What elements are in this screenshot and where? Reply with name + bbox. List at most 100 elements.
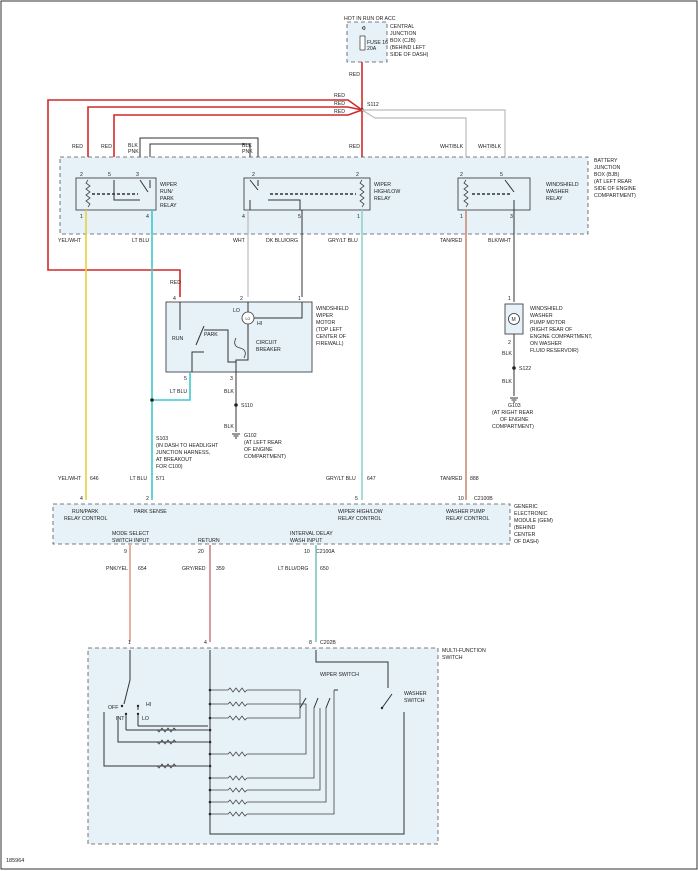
multi-function-switch-box [87, 647, 439, 845]
pump-label-4: (RIGHT REAR OF [530, 327, 572, 333]
high-low-label-1: WIPER [374, 182, 391, 188]
wire-red-to-motor [47, 99, 363, 297]
wr-pin1: 1 [460, 214, 463, 220]
g102-label-1: G102 [244, 433, 257, 439]
wire-label-blk-pump1: BLK [502, 351, 512, 357]
pump-label-5: ENGINE COMPARTMENT, [530, 334, 592, 340]
wire-label-blk-b: BLK [242, 143, 252, 149]
wr-pin5: 5 [500, 172, 503, 178]
wire-label-red-motor: RED [170, 280, 181, 286]
motor-lo: LO [233, 308, 240, 314]
lbl-ltblu-gem: LT BLU [130, 476, 147, 482]
wire-label-yelwht: YEL/WHT [58, 238, 82, 244]
circuit-647: 647 [367, 476, 376, 482]
wire-label-red-e: RED [72, 144, 83, 150]
s103-label-5: FOR C100) [156, 464, 183, 470]
motor-pin1: 1 [298, 296, 301, 302]
wire-label-whtblk-b: WHT/BLK [478, 144, 502, 150]
lbl-pnkyel: PNK/YEL [106, 566, 128, 572]
rp-pin1: 1 [80, 214, 83, 220]
pump-label-2: WASHER [530, 313, 553, 319]
mfs-pin4: 4 [204, 640, 207, 646]
pump-label-6: ON WASHER [530, 341, 562, 347]
motor-pin2: 2 [240, 296, 243, 302]
bjb-label-2: JUNCTION [594, 165, 620, 171]
wire-label-blk-pump2: BLK [502, 379, 512, 385]
gem-box [52, 503, 511, 545]
fuse-label: FUSE 16 [367, 40, 388, 46]
motor-label-1: WINDSHIELD [316, 306, 349, 312]
motor-cb-wire [204, 329, 236, 363]
pump-label-7: FLUID RESERVOIR) [530, 348, 579, 354]
lbl-gryltblu-gem: GRY/LT BLU [326, 476, 356, 482]
motor-run-label: RUN [172, 336, 183, 342]
wire-label-ltblu-top: LT BLU [132, 238, 149, 244]
fuse-16-icon [359, 35, 366, 51]
ground-g103-icon [510, 397, 518, 403]
rp-pin5: 5 [108, 172, 111, 178]
g102-label-2: (AT LEFT REAR [244, 440, 282, 446]
gem-pin20: 20 [198, 549, 204, 555]
wire-label-red-c: RED [334, 109, 345, 115]
mfs-wiper-switch-label: WIPER SWITCH [320, 672, 359, 678]
wire-label-wht: WHT [233, 238, 246, 244]
motor-pin5: 5 [184, 376, 187, 382]
splice-s112-label: S112 [367, 102, 379, 108]
cjb-label-2: JUNCTION [390, 31, 416, 37]
fuse-source-label: HOT IN RUN OR ACC [344, 16, 396, 22]
splice-s110-dot [234, 403, 238, 407]
wire-wht-blk-b [362, 109, 506, 172]
run-park-label-2: RUN/ [160, 189, 173, 195]
mfs-washer-label-1: WASHER [404, 691, 427, 697]
mfs-connector: C202B [320, 640, 336, 646]
bjb-label-5: SIDE OF ENGINE [594, 186, 637, 192]
washer-pump-motor-icon [508, 313, 520, 325]
hl-pin2: 2 [252, 172, 255, 178]
mfs-hi: HI [146, 702, 151, 708]
wire-label-red-f: RED [101, 144, 112, 150]
g102-label-4: COMPARTMENT) [244, 454, 286, 460]
wire-label-gryltblu: GRY/LT BLU [328, 238, 358, 244]
lbl-yelwht-gem: YEL/WHT [58, 476, 82, 482]
wire-label-red-top: RED [349, 72, 360, 78]
mfs-lo: LO [142, 716, 149, 722]
circuit-571: 571 [156, 476, 165, 482]
gem-runpark-2: RELAY CONTROL [64, 516, 107, 522]
wire-red-to-runpark-5 [113, 109, 363, 172]
motor-park-label: PARK [204, 332, 218, 338]
washer-relay [457, 177, 531, 211]
gem-label-4: (BEHIND [514, 525, 536, 531]
gem-label-1: GENERIC [514, 504, 538, 510]
g102-label-3: OF ENGINE [244, 447, 273, 453]
washer-contacts [504, 179, 515, 210]
g103-label-1: G103 [508, 403, 521, 409]
wire-label-blk-a: BLK [128, 143, 138, 149]
wire-lt-blu-motor [152, 372, 191, 401]
wiper-switch-contacts [299, 650, 389, 709]
high-low-label-3: RELAY [374, 196, 391, 202]
hl-pin1: 1 [357, 214, 360, 220]
mode-switch-wiring [103, 712, 208, 767]
gem-hl-2: RELAY CONTROL [338, 516, 381, 522]
wire-label-blk-g1: BLK [224, 389, 234, 395]
g103-label-2: (AT RIGHT REAR [492, 410, 533, 416]
gem-mode-1: MODE SELECT [112, 531, 150, 537]
wr-pin2: 2 [460, 172, 463, 178]
gem-mode-2: SWITCH INPUT [112, 538, 150, 544]
mfs-pin1: 1 [128, 640, 131, 646]
motor-label-5: CENTER OF [316, 334, 346, 340]
washer-switch-contact [381, 693, 405, 716]
cjb-label-5: SIDE OF DASH) [390, 52, 429, 58]
motor-internal-wiring [235, 302, 303, 372]
pump-label-3: PUMP MOTOR [530, 320, 566, 326]
circuit-359: 359 [216, 566, 225, 572]
motor-label-6: FIREWALL) [316, 341, 344, 347]
pump-label-1: WINDSHIELD [530, 306, 563, 312]
washer-coil-icon [463, 179, 469, 208]
rp-pin2: 2 [80, 172, 83, 178]
gem-pin2: 2 [146, 496, 149, 502]
hl-pin2b: 2 [356, 172, 359, 178]
